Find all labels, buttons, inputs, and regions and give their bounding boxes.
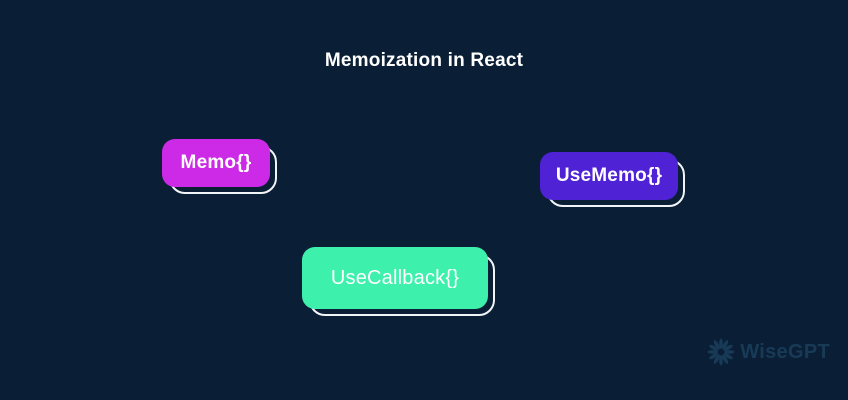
page-title: Memoization in React: [324, 50, 524, 71]
concept-node-usememo[interactable]: UseMemo{}: [540, 152, 685, 207]
node-color-chip: Memo{}: [162, 139, 270, 187]
node-color-chip: UseMemo{}: [540, 152, 678, 200]
burst-logo-icon: [707, 338, 735, 366]
node-color-chip: UseCallback{}: [302, 247, 488, 309]
concept-node-memo[interactable]: Memo{}: [162, 139, 277, 194]
wisegpt-brand-text: WiseGPT: [740, 341, 830, 363]
wisegpt-watermark: WiseGPT: [707, 338, 830, 366]
node-label: Memo{}: [180, 152, 252, 173]
concept-node-usecallback[interactable]: UseCallback{}: [302, 247, 495, 316]
node-label: UseCallback{}: [330, 266, 460, 289]
node-label: UseMemo{}: [555, 165, 663, 186]
